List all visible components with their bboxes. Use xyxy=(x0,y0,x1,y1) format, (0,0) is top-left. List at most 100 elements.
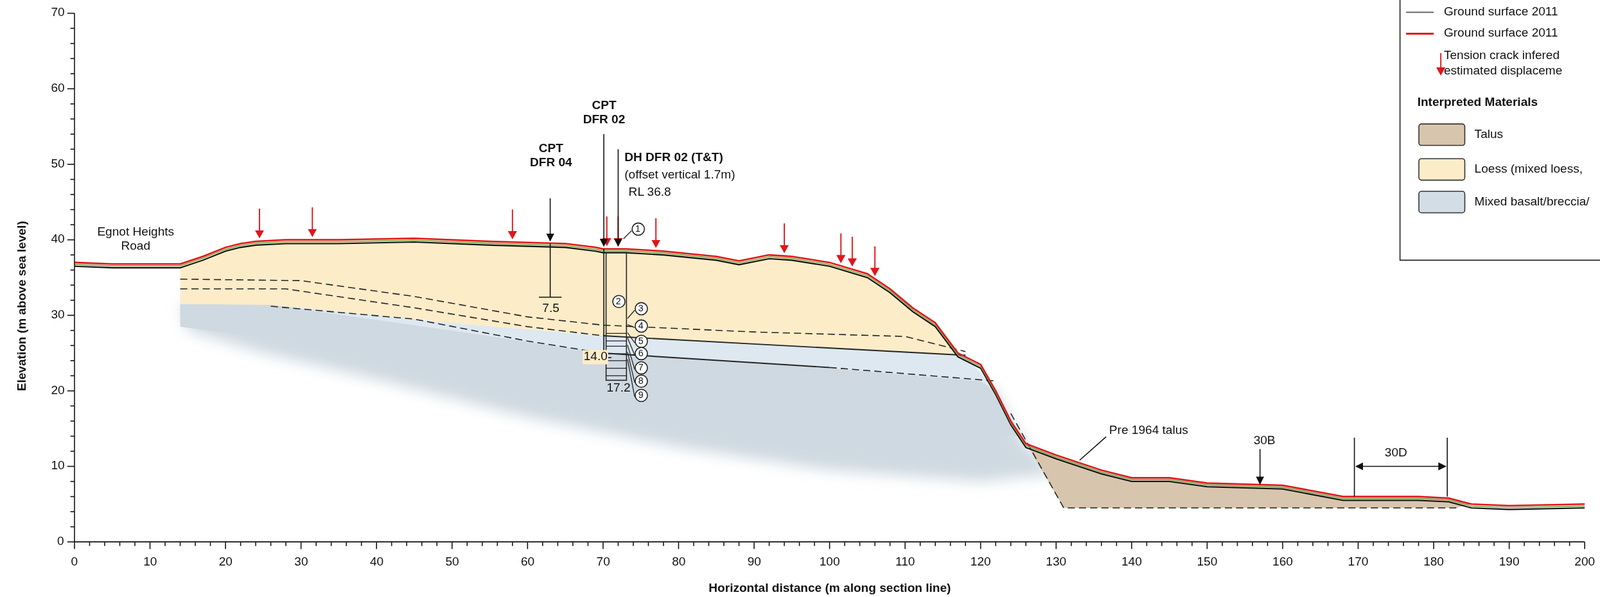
callout-circle: 6 xyxy=(633,346,648,361)
marker-arrow xyxy=(1259,448,1261,484)
drillhole-column xyxy=(606,253,627,381)
y-tick xyxy=(70,420,75,422)
tick-label: 120 xyxy=(970,555,992,570)
x-tick xyxy=(315,542,317,546)
callout-circle: 5 xyxy=(633,334,648,349)
talus-leader xyxy=(1079,436,1107,461)
tension-crack-arrow xyxy=(783,223,785,253)
y-tick xyxy=(70,149,75,151)
callout-circle: 1 xyxy=(631,222,645,236)
ground-green xyxy=(74,240,1585,508)
tick-label: 10 xyxy=(50,459,65,474)
y-tick xyxy=(70,511,75,513)
tick-label: 180 xyxy=(1423,555,1444,570)
x-tick xyxy=(602,542,604,550)
callout-number: 2 xyxy=(615,296,622,306)
annotation-label: 30B xyxy=(1253,434,1276,449)
x-tick xyxy=(632,542,634,546)
legend-line-sample xyxy=(1406,11,1434,13)
x-tick xyxy=(904,542,906,550)
callout-circle: 8 xyxy=(633,374,648,388)
legend-text: Mixed basalt/breccia/ xyxy=(1474,195,1590,210)
callout-circle: 9 xyxy=(633,388,648,403)
extent-tick xyxy=(1446,438,1448,498)
x-tick xyxy=(149,542,151,550)
tick-label: 30 xyxy=(294,555,308,570)
drillhole-layer xyxy=(606,333,627,335)
drillhole-arrow xyxy=(617,149,620,247)
x-tick xyxy=(1297,542,1299,546)
y-tick xyxy=(70,179,75,181)
drillhole-layer xyxy=(606,368,627,369)
tick-label: 150 xyxy=(1196,555,1218,570)
annotation-label: 14.0 xyxy=(582,350,609,365)
annotation-label: RL 36.8 xyxy=(628,185,672,200)
x-tick xyxy=(240,542,242,546)
annotation-label: Interpreted Materials xyxy=(1417,95,1539,110)
callout-leader xyxy=(627,325,635,329)
x-tick xyxy=(1025,542,1027,546)
x-tick xyxy=(964,542,967,546)
x-tick xyxy=(874,542,876,546)
extent-arrow xyxy=(1355,466,1446,468)
y-tick xyxy=(70,209,75,211)
boundary-dashed xyxy=(829,367,997,381)
x-tick xyxy=(1342,542,1344,546)
legend-swatch xyxy=(1418,158,1466,181)
x-tick xyxy=(210,542,212,546)
tick-label: 140 xyxy=(1121,555,1143,570)
tick-label: 70 xyxy=(596,555,611,570)
x-tick xyxy=(1282,542,1284,550)
x-tick xyxy=(1085,542,1087,546)
x-tick xyxy=(542,542,544,546)
axis-title: Elevation (m above sea level) xyxy=(15,220,30,392)
tick-label: 70 xyxy=(50,6,65,21)
x-tick xyxy=(1402,542,1405,546)
tension-crack-arrow xyxy=(511,209,514,239)
tick-label: 10 xyxy=(143,555,157,570)
cpt-line xyxy=(603,249,605,358)
callout-number: 5 xyxy=(638,336,644,346)
x-tick xyxy=(360,542,363,546)
callout-circle: 7 xyxy=(633,360,648,375)
x-tick xyxy=(949,542,952,546)
y-tick xyxy=(70,375,75,378)
annotation-label: Pre 1964 talus xyxy=(1109,423,1189,439)
tick-label: 110 xyxy=(895,555,915,570)
y-tick xyxy=(70,133,75,135)
tick-label: 80 xyxy=(671,555,686,570)
boundary-dashed xyxy=(180,289,604,336)
x-tick xyxy=(73,542,76,550)
x-tick xyxy=(1448,542,1450,546)
x-tick xyxy=(994,542,997,546)
x-tick xyxy=(89,542,91,546)
x-tick xyxy=(497,542,499,546)
tension-crack-arrow xyxy=(311,207,313,237)
legend-box xyxy=(1400,0,1600,261)
y-tick xyxy=(70,481,75,483)
y-axis xyxy=(73,13,76,543)
y-tick xyxy=(70,254,75,256)
tick-label: 30 xyxy=(50,308,65,323)
x-tick xyxy=(330,542,333,546)
x-tick xyxy=(375,542,378,550)
x-tick xyxy=(1523,542,1525,546)
x-tick xyxy=(572,542,574,546)
x-tick xyxy=(1372,542,1374,546)
x-tick xyxy=(466,542,468,546)
cpt-arrow xyxy=(549,198,552,241)
x-tick xyxy=(254,542,257,546)
x-tick xyxy=(405,542,408,546)
callout-number: 3 xyxy=(638,303,644,313)
callout-leader xyxy=(627,337,635,356)
tick-label: 130 xyxy=(1045,555,1067,570)
callout-leader xyxy=(623,230,633,239)
y-tick xyxy=(70,496,75,498)
tick-label: 170 xyxy=(1348,555,1369,570)
y-tick xyxy=(70,405,75,408)
ground-black xyxy=(74,242,1585,510)
annotation-label: 7.5 xyxy=(541,302,561,317)
x-tick xyxy=(1191,542,1193,546)
tick-label: 60 xyxy=(520,555,535,570)
annotation-label: 30D xyxy=(1384,446,1408,461)
